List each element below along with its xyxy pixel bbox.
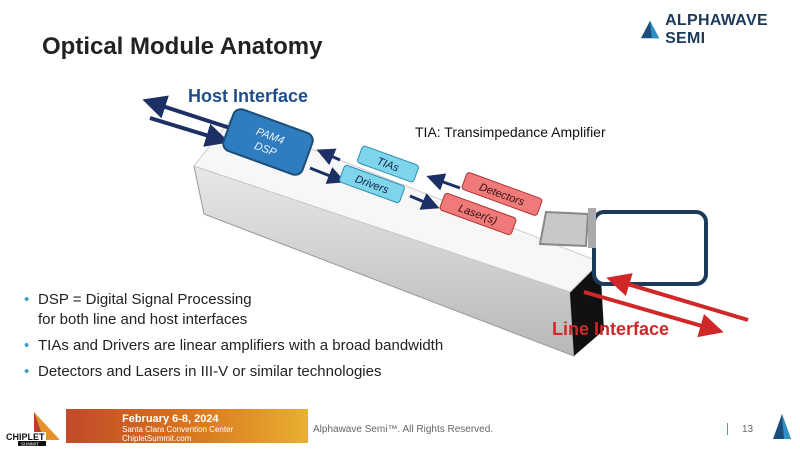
dsp-block: PAM4 DSP: [222, 108, 314, 176]
line-interface-label: Line Interface: [552, 319, 670, 339]
bullet-item: •TIAs and Drivers are linear amplifiers …: [24, 337, 444, 354]
tia-note: TIA: Transimpedance Amplifier: [415, 124, 606, 140]
event-venue: Santa Clara Convention Center: [122, 425, 234, 434]
alphawave-logo-icon: [640, 20, 660, 39]
event-banner: February 6-8, 2024 Santa Clara Conventio…: [66, 409, 308, 443]
bullet-item: •Detectors and Lasers in III-V or simila…: [24, 363, 382, 380]
bullet-text: DSP = Digital Signal Processing: [38, 291, 252, 308]
alphawave-footer-icon: [773, 414, 791, 439]
page-number: 13: [742, 424, 754, 435]
chiplet-summit-logo: CHIPLET SUMMIT: [4, 412, 60, 447]
event-date: February 6-8, 2024: [122, 413, 219, 425]
line-arrows: [583, 273, 749, 338]
logo-text: ALPHAWAVE SEMI: [665, 12, 768, 47]
divider: [727, 423, 728, 435]
svg-text:CHIPLET: CHIPLET: [6, 432, 45, 442]
tias-block: TIAs: [357, 145, 419, 183]
bullet-text: Detectors and Lasers in III-V or similar…: [38, 363, 382, 380]
event-site: ChipletSummit.com: [122, 434, 192, 443]
pull-tab-loop: [592, 210, 708, 286]
bullet-text: TIAs and Drivers are linear amplifiers w…: [38, 337, 444, 354]
svg-text:SUMMIT: SUMMIT: [21, 442, 39, 447]
alphawave-logo: ALPHAWAVE SEMI: [640, 12, 800, 48]
host-interface-label: Host Interface: [188, 86, 309, 106]
copyright: Alphawave Semi™. All Rights Reserved.: [313, 424, 494, 435]
bullet-subtext: for both line and host interfaces: [38, 311, 248, 328]
connector: [538, 208, 708, 286]
slide-title: Optical Module Anatomy: [42, 33, 323, 60]
host-arrows: [142, 95, 461, 210]
